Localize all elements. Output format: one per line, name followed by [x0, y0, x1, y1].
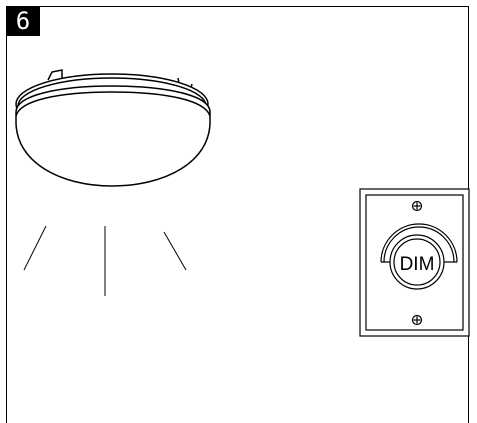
- light-rays: [23, 225, 187, 296]
- light-ray-right: [163, 231, 187, 271]
- fixture-diffuser-edge: [15, 91, 211, 117]
- mounting-tab-left: [47, 69, 63, 81]
- bottom-screw-icon: [411, 314, 423, 326]
- dimmer-label: DIM: [400, 254, 435, 275]
- dimmer-guide-arc: [380, 223, 458, 263]
- fixture-diffuser: [15, 85, 211, 187]
- dimmer-knob-inner: [393, 238, 441, 286]
- top-screw-icon: [411, 200, 423, 212]
- light-ray-left: [23, 225, 47, 271]
- step-number-badge: 6: [6, 6, 40, 36]
- ceiling-light-fixture: [15, 69, 211, 187]
- dimmer-wall-plate: [359, 188, 470, 337]
- dimmer-guide-arc-inner: [383, 226, 455, 263]
